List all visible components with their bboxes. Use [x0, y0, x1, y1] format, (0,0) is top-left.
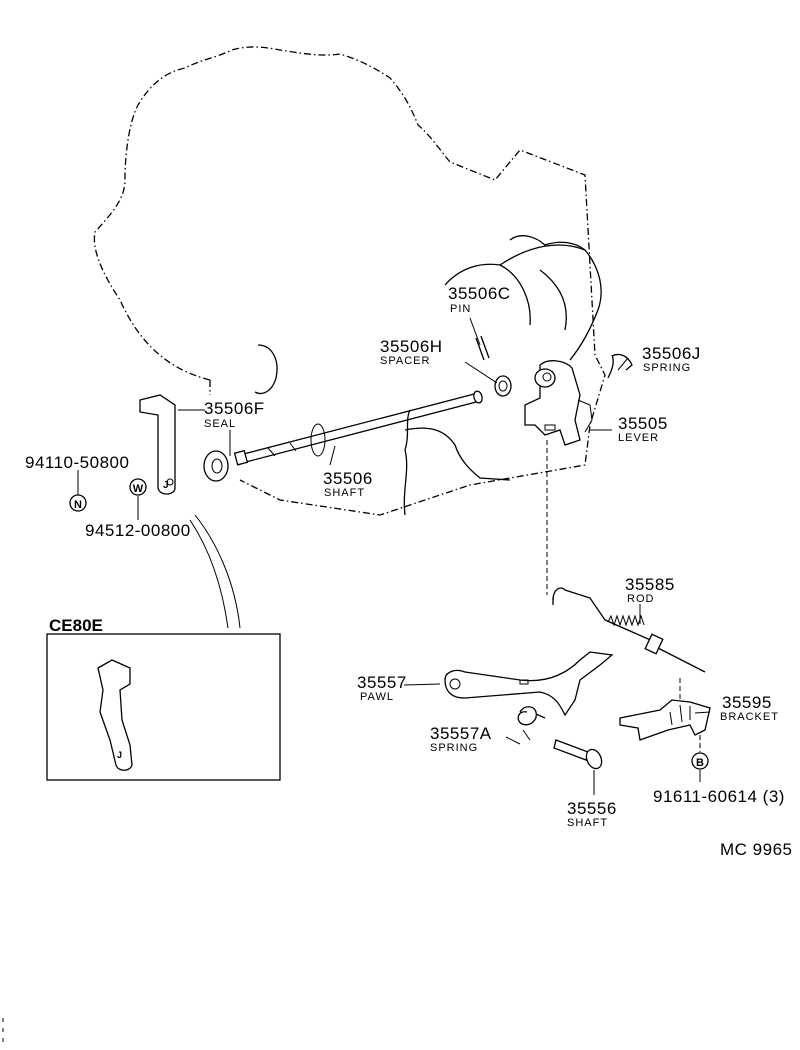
- label-35505-number: 35505: [618, 414, 668, 433]
- spacer-35506H: [494, 375, 512, 397]
- pawl-35557: [444, 651, 614, 717]
- label-35557-name: PAWL: [360, 691, 394, 703]
- ce80e-inset-label: CE80E: [49, 616, 103, 635]
- seal-35506F: [203, 450, 229, 482]
- label-35506-name: SHAFT: [324, 487, 365, 499]
- svg-text:W: W: [133, 483, 144, 495]
- label-35585-number: 35585: [625, 575, 675, 594]
- spring-35557A: [517, 706, 546, 726]
- case-hole-arc: [254, 344, 278, 395]
- label-35557A-number: 35557A: [430, 724, 492, 743]
- label-35506C-number: 35506C: [448, 284, 511, 303]
- inset-pointer-lines: [189, 514, 241, 629]
- bolt-symbol-icon: B: [691, 752, 709, 770]
- svg-text:J: J: [163, 480, 169, 491]
- label-35506F-name: SEAL: [204, 418, 236, 430]
- pin-35506C: [475, 335, 490, 361]
- bracket-35595: [619, 699, 711, 741]
- label-94110-number: 94110-50800: [25, 453, 129, 472]
- label-35506H-name: SPACER: [380, 355, 430, 367]
- label-35506C-name: PIN: [450, 303, 471, 315]
- label-35506J-number: 35506J: [642, 344, 701, 363]
- shaft-35556: [553, 739, 603, 770]
- leader-lines: [77, 317, 711, 795]
- rod-35585: [552, 587, 706, 673]
- label-35557-number: 35557: [357, 673, 407, 692]
- manual-lever: J: [139, 394, 176, 495]
- nut-symbol-icon: N: [69, 494, 87, 512]
- svg-text:N: N: [74, 499, 82, 511]
- label-35556-name: SHAFT: [567, 817, 608, 829]
- label-35506F-number: 35506F: [204, 399, 265, 418]
- ce80e-inset-box: [46, 633, 281, 781]
- label-35585-name: ROD: [627, 593, 654, 605]
- label-35505-name: LEVER: [618, 432, 659, 444]
- svg-text:J: J: [117, 750, 122, 760]
- label-94512-number: 94512-00800: [85, 521, 191, 540]
- case-edge: [509, 235, 586, 251]
- case-inner-edge: [403, 409, 411, 516]
- ce80e-lever: J: [97, 659, 133, 771]
- svg-text:B: B: [696, 757, 704, 769]
- label-35506H-number: 35506H: [380, 337, 443, 356]
- label-91611-number: 91611-60614 (3): [653, 787, 785, 806]
- label-35595-name: BRACKET: [720, 711, 779, 723]
- label-35557A-name: SPRING: [430, 742, 478, 754]
- label-35595-number: 35595: [722, 693, 772, 712]
- label-35506J-name: SPRING: [643, 362, 691, 374]
- label-35506-number: 35506: [323, 469, 373, 488]
- lever-35505: [524, 360, 593, 446]
- case-housing-detail: [404, 427, 511, 481]
- case-bell-outline: [499, 244, 602, 361]
- spring-35506J: [607, 353, 633, 379]
- shaft-35506: [233, 390, 483, 466]
- diagram-code: MC 9965: [720, 840, 792, 859]
- case-bell-inner: [444, 263, 567, 331]
- transmission-case-outline: [93, 46, 606, 516]
- label-35556-number: 35556: [567, 799, 617, 818]
- washer-symbol-icon: W: [129, 478, 147, 496]
